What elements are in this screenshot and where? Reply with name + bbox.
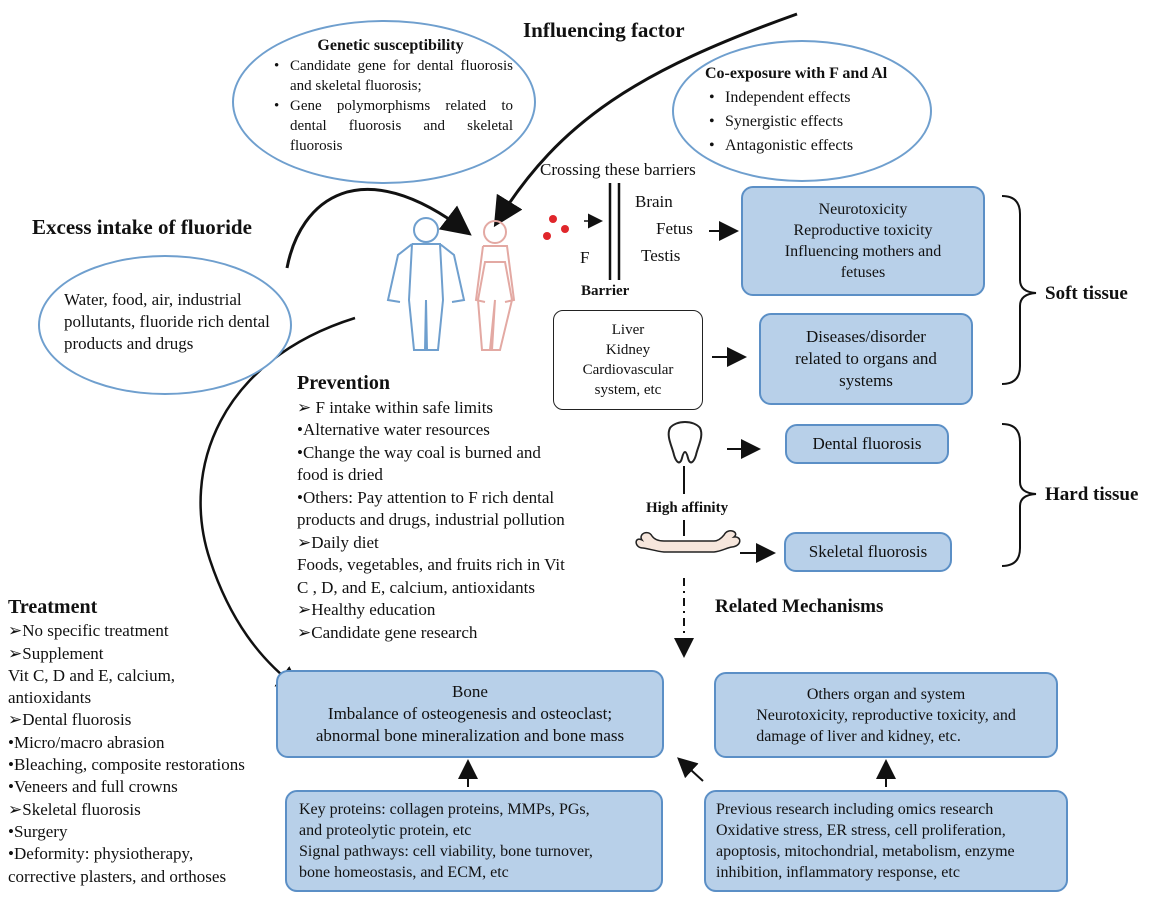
treatment-line: •Micro/macro abrasion [8, 732, 165, 752]
treatment-line: Vit C, D and E, calcium, [8, 665, 176, 685]
target-brain: Brain [635, 192, 673, 211]
genetic-item: Gene polymorphisms related to dental flu… [274, 96, 513, 156]
prevention-line: products and drugs, industrial pollution [297, 510, 565, 529]
bone-mechanism-line: Bone [452, 682, 488, 701]
tooth-icon [667, 421, 703, 464]
research-line: inhibition, inflammatory response, etc [716, 864, 960, 881]
bone-mechanism-box: Bone Imbalance of osteogenesis and osteo… [276, 670, 664, 758]
research-line: Previous research including omics resear… [716, 801, 994, 818]
treatment-line: •Veneers and full crowns [8, 777, 178, 797]
key-proteins-line: and proteolytic protein, etc [299, 822, 472, 839]
prevention-line: •Alternative water resources [297, 420, 490, 439]
bone-mechanism-line: Imbalance of osteogenesis and osteoclast… [327, 704, 613, 723]
high-affinity-label: High affinity [646, 500, 729, 516]
treatment-line: •Deformity: physiotherapy, [8, 844, 194, 864]
excess-intake-title: Excess intake of fluoride [32, 215, 252, 239]
skeletal-fluorosis-box: Skeletal fluorosis [784, 532, 952, 572]
prevention-line: food is dried [297, 465, 383, 484]
genetic-susceptibility-text: Genetic susceptibility Candidate gene fo… [268, 36, 513, 156]
treatment-line: ➢No specific treatment [8, 621, 169, 641]
organ-line: system, etc [594, 382, 662, 398]
toxicity-line: Neurotoxicity [818, 201, 908, 218]
prevention-line: •Change the way coal is burned and [297, 442, 541, 462]
genetic-title: Genetic susceptibility [317, 37, 464, 54]
research-line: Oxidative stress, ER stress, cell prolif… [716, 822, 1006, 839]
coexposure-text: Co-exposure with F and Al Independent ef… [705, 62, 925, 158]
target-fetus: Fetus [656, 219, 693, 238]
key-proteins-line: Signal pathways: cell viability, bone tu… [299, 843, 593, 860]
organ-line: Liver [611, 322, 645, 338]
organ-disease-line: systems [839, 371, 893, 390]
prevention-line: ➢ F intake within safe limits [297, 397, 494, 417]
coexposure-title: Co-exposure with F and Al [705, 65, 888, 82]
soft-tissue-label: Soft tissue [1045, 283, 1128, 304]
barrier-label: Barrier [581, 283, 630, 299]
others-mechanism-box: Others organ and system Neurotoxicity, r… [714, 672, 1058, 758]
others-mechanism-line: Others organ and system [806, 685, 966, 703]
organ-line: Cardiovascular [582, 362, 674, 378]
intake-sources-ellipse [38, 255, 292, 395]
prevention-line: ➢Healthy education [297, 600, 436, 619]
coexposure-item: Independent effects [709, 86, 925, 110]
intake-sources-text: Water, food, air, industrial pollutants,… [64, 290, 270, 353]
organ-disease-box: Diseases/disorder related to organs and … [759, 313, 973, 405]
treatment-line: corrective plasters, and orthoses [8, 866, 227, 886]
influencing-factor-title: Influencing factor [523, 18, 685, 42]
treatment-section: Treatment ➢No specific treatment ➢Supple… [8, 596, 298, 888]
coexposure-item: Antagonistic effects [709, 134, 925, 158]
male-figure-icon [386, 217, 466, 351]
prevention-line: Foods, vegetables, and fruits rich in Vi… [297, 555, 565, 574]
prevention-line: ➢Daily diet [297, 532, 379, 552]
organ-disease-line: related to organs and [795, 349, 937, 368]
toxicity-line: Reproductive toxicity [793, 222, 933, 239]
prevention-title: Prevention [297, 372, 390, 394]
female-figure-icon [474, 220, 516, 351]
dental-fluorosis-box: Dental fluorosis [785, 424, 949, 464]
bone-icon [635, 530, 741, 553]
prevention-line: •Others: Pay attention to F rich dental [297, 487, 555, 507]
mechanisms-title: Related Mechanisms [715, 596, 884, 617]
toxicity-box: Neurotoxicity Reproductive toxicity Infl… [741, 186, 985, 296]
toxicity-line: fetuses [840, 264, 886, 281]
treatment-line: antioxidants [8, 688, 92, 708]
genetic-item: Candidate gene for dental fluorosis and … [274, 56, 513, 96]
treatment-line: •Surgery [8, 821, 68, 841]
hard-tissue-label: Hard tissue [1045, 484, 1139, 505]
coexposure-item: Synergistic effects [709, 110, 925, 134]
toxicity-line: Influencing mothers and [784, 243, 942, 260]
prevention-line: C , D, and E, calcium, antioxidants [297, 577, 535, 597]
treatment-line: ➢Supplement [8, 643, 104, 663]
others-mechanism-line: damage of liver and kidney, etc. [756, 727, 961, 745]
organ-disease-line: Diseases/disorder [806, 327, 926, 346]
key-proteins-line: Key proteins: collagen proteins, MMPs, P… [299, 801, 590, 818]
treatment-line: •Bleaching, composite restorations [8, 755, 245, 775]
prevention-line: ➢Candidate gene research [297, 622, 478, 642]
prevention-section: Prevention ➢ F intake within safe limits… [297, 372, 657, 644]
key-proteins-box: Key proteins: collagen proteins, MMPs, P… [285, 790, 663, 892]
research-box: Previous research including omics resear… [704, 790, 1068, 892]
target-testis: Testis [641, 246, 681, 265]
organs-box: Liver Kidney Cardiovascular system, etc [553, 310, 703, 410]
barriers-title: Crossing these barriers [540, 160, 696, 179]
key-proteins-line: bone homeostasis, and ECM, etc [299, 864, 509, 881]
treatment-line: ➢Dental fluorosis [8, 710, 132, 730]
research-line: apoptosis, mitochondrial, metabolism, en… [716, 843, 1015, 860]
bone-mechanism-line: abnormal bone mineralization and bone ma… [315, 726, 625, 745]
others-mechanism-line: Neurotoxicity, reproductive toxicity, an… [756, 706, 1016, 724]
fluoride-label: F [580, 248, 590, 267]
treatment-title: Treatment [8, 596, 98, 618]
organ-line: Kidney [605, 342, 651, 358]
treatment-line: ➢Skeletal fluorosis [8, 799, 141, 819]
